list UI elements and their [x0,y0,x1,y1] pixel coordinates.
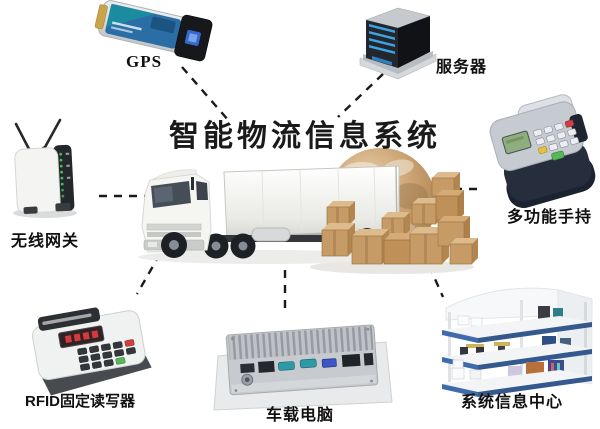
gps-card-illustration [94,0,213,62]
connector-line-gps [181,66,230,122]
label-info-center: 系统信息中心 [461,394,564,411]
label-gps: GPS [126,52,163,71]
handheld-illustration [489,94,596,208]
info-center-building-illustration [442,287,593,397]
vehicle-pc-illustration [213,324,393,411]
label-server: 服务器 [436,59,488,76]
rfid-reader-illustration [32,307,152,396]
connector-line-server [337,73,384,118]
connector-line-rfid [135,253,162,295]
label-handheld: 多功能手持 [507,209,593,226]
server-illustration [359,7,437,80]
label-rfid: RFID固定读写器 [25,393,135,410]
router-illustration [13,118,77,218]
truck-illustration [138,165,400,264]
label-vehicle-pc: 车载电脑 [266,407,335,424]
cargo-boxes-illustration [321,172,478,265]
label-router: 无线网关 [11,233,80,250]
page-title: 智能物流信息系统 [169,120,441,153]
